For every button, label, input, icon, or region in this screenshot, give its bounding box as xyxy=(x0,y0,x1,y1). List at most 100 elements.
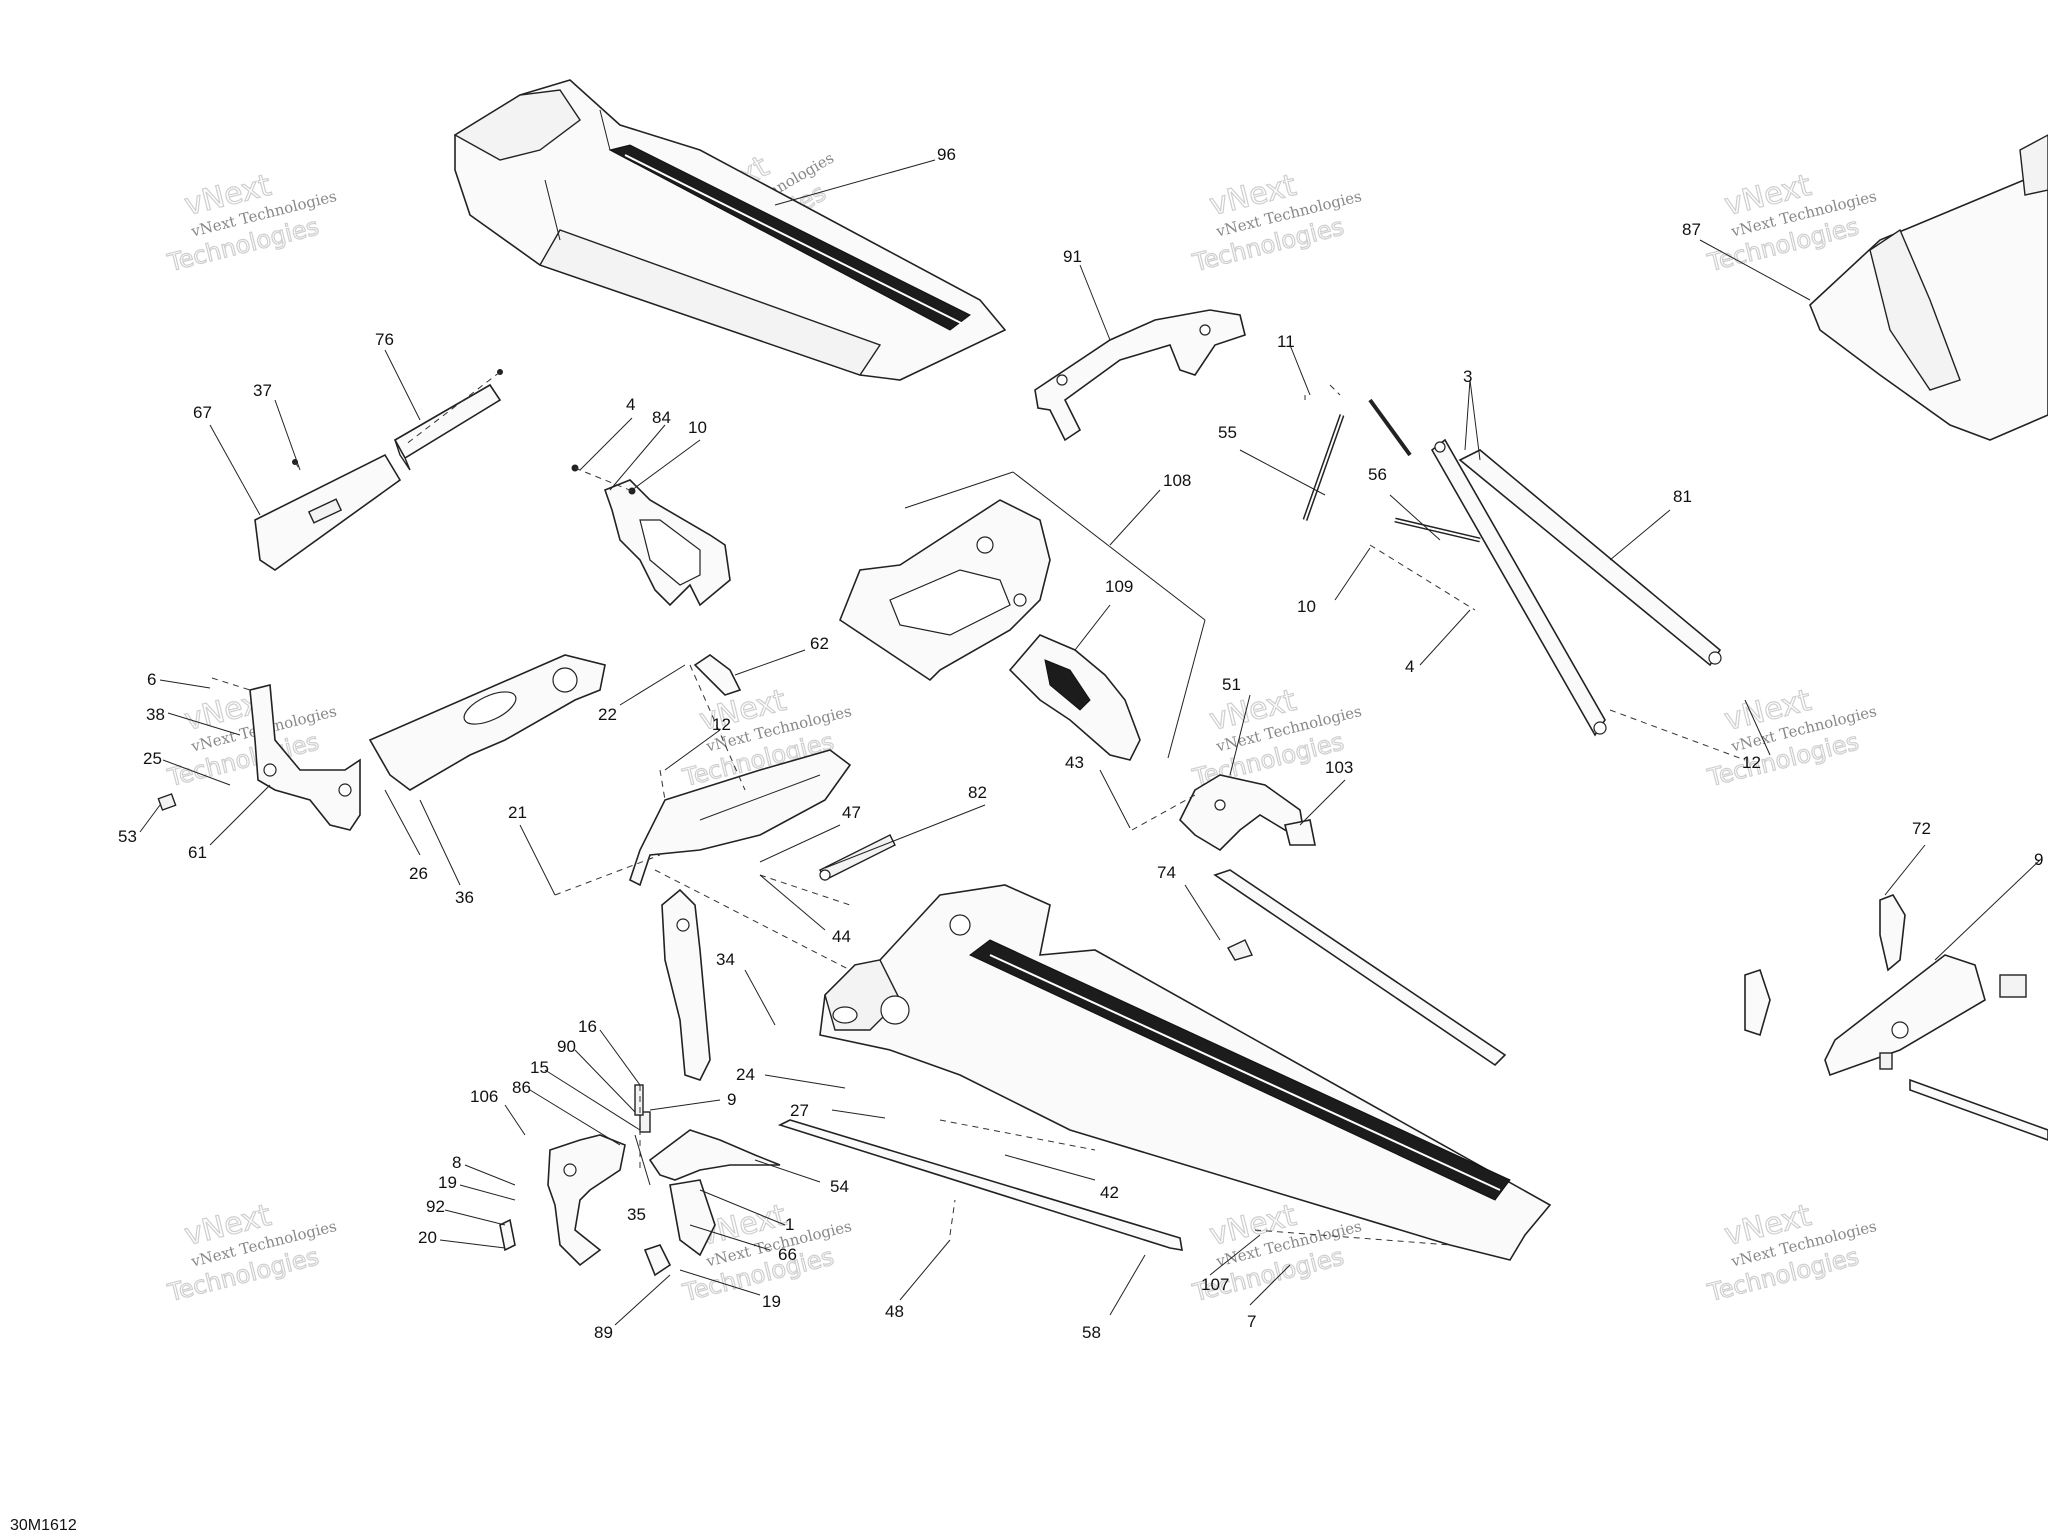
bracket-62[interactable] xyxy=(693,654,742,696)
clip-89[interactable] xyxy=(643,1244,672,1277)
callout-20: 20 xyxy=(418,1228,437,1247)
steering-support-91[interactable] xyxy=(1034,309,1246,442)
callout-107: 107 xyxy=(1201,1275,1229,1294)
plate-67[interactable] xyxy=(254,453,402,571)
callout-84: 84 xyxy=(652,408,671,427)
callout-37: 37 xyxy=(253,381,272,400)
callout-103: 103 xyxy=(1325,758,1353,777)
harness-82[interactable] xyxy=(819,834,896,881)
plate-76[interactable] xyxy=(393,369,503,471)
callout-66: 66 xyxy=(778,1245,797,1264)
callout-25: 25 xyxy=(143,749,162,768)
callout-61: 61 xyxy=(188,843,207,862)
callout-87: 87 xyxy=(1682,220,1701,239)
side-bracket-84[interactable] xyxy=(571,464,731,607)
watermark: vNext vNext Technologies Technologies xyxy=(164,167,339,277)
callout-55: 55 xyxy=(1218,423,1237,442)
callout-10b: 10 xyxy=(1297,597,1316,616)
watermark: vNext vNext Technologies Technologies xyxy=(1704,682,1879,792)
callout-19b: 19 xyxy=(762,1292,781,1311)
callout-54: 54 xyxy=(830,1177,849,1196)
callout-8: 8 xyxy=(452,1153,461,1172)
callout-76: 76 xyxy=(375,330,394,349)
steering-block-86[interactable] xyxy=(547,1084,651,1267)
diagram-reference-code: 30M1612 xyxy=(10,1517,77,1534)
callout-96: 96 xyxy=(937,145,956,164)
callout-38: 38 xyxy=(146,705,165,724)
watermark: vNext vNext Technologies Technologies xyxy=(1704,1197,1879,1307)
callout-81: 81 xyxy=(1673,487,1692,506)
callout-53: 53 xyxy=(118,827,137,846)
rear-assembly-72[interactable] xyxy=(1744,894,2048,1141)
callout-7: 7 xyxy=(1247,1312,1256,1331)
callout-9b: 9 xyxy=(727,1090,736,1109)
callout-26: 26 xyxy=(409,864,428,883)
frame-assembly-96[interactable] xyxy=(453,79,1007,381)
callout-34: 34 xyxy=(716,950,735,969)
callout-90: 90 xyxy=(557,1037,576,1056)
front-frame-87[interactable] xyxy=(1809,134,2048,441)
bracket-34[interactable] xyxy=(661,888,711,1081)
callout-108: 108 xyxy=(1163,471,1191,490)
callout-74: 74 xyxy=(1157,863,1176,882)
callout-12b: 12 xyxy=(1742,753,1761,772)
rear-bracket-51[interactable] xyxy=(1179,774,1316,852)
group-bracket-108 xyxy=(904,471,1206,759)
callout-27: 27 xyxy=(790,1101,809,1120)
callout-109: 109 xyxy=(1105,577,1133,596)
bracket-109[interactable] xyxy=(1008,634,1141,761)
brace-56[interactable] xyxy=(1368,398,1481,543)
callout-35: 35 xyxy=(627,1205,646,1224)
callout-4: 4 xyxy=(626,395,635,414)
watermarks: vNext vNext Technologies Technologies vN… xyxy=(164,148,1879,1307)
watermark: vNext vNext Technologies Technologies xyxy=(1704,167,1879,277)
callout-44: 44 xyxy=(832,927,851,946)
callout-24: 24 xyxy=(736,1065,755,1084)
callout-56: 56 xyxy=(1368,465,1387,484)
tunnel-assembly[interactable] xyxy=(819,884,1552,1261)
callout-89: 89 xyxy=(594,1323,613,1342)
callout-1: 1 xyxy=(785,1215,794,1234)
callout-47: 47 xyxy=(842,803,861,822)
brace-81[interactable] xyxy=(1430,438,1722,737)
callout-106: 106 xyxy=(470,1087,498,1106)
callout-12: 12 xyxy=(712,715,731,734)
brace-55[interactable] xyxy=(1302,414,1345,521)
callout-91: 91 xyxy=(1063,247,1082,266)
footrest-54[interactable] xyxy=(648,1129,781,1257)
callout-11: 11 xyxy=(1277,332,1295,351)
callout-16: 16 xyxy=(578,1017,597,1036)
slide-rail-58[interactable] xyxy=(777,1119,1183,1251)
callout-labels: 96 91 87 76 37 67 4 84 10 11 3 55 56 81 … xyxy=(118,145,2043,1342)
skid-plate[interactable] xyxy=(629,749,852,887)
console-support-108[interactable] xyxy=(839,499,1051,682)
slide-rail-74[interactable] xyxy=(1213,869,1507,1067)
callout-36: 36 xyxy=(455,888,474,907)
callout-22: 22 xyxy=(598,705,617,724)
callout-43: 43 xyxy=(1065,753,1084,772)
callout-15: 15 xyxy=(530,1058,549,1077)
bracket-92[interactable] xyxy=(499,1218,516,1252)
callout-51: 51 xyxy=(1222,675,1241,694)
callout-86: 86 xyxy=(512,1078,531,1097)
watermark: vNext vNext Technologies Technologies xyxy=(1189,167,1364,277)
alignment-lines xyxy=(211,371,1746,1246)
callout-48: 48 xyxy=(885,1302,904,1321)
callout-9: 9 xyxy=(2034,850,2043,869)
callout-92: 92 xyxy=(426,1197,445,1216)
callout-21: 21 xyxy=(508,803,527,822)
callout-10: 10 xyxy=(688,418,707,437)
callout-67: 67 xyxy=(193,403,212,422)
shield-plate[interactable] xyxy=(368,654,606,791)
callout-72: 72 xyxy=(1912,819,1931,838)
callout-82: 82 xyxy=(968,783,987,802)
callout-19: 19 xyxy=(438,1173,457,1192)
callout-42: 42 xyxy=(1100,1183,1119,1202)
leader-lines xyxy=(139,159,2041,1326)
callout-3: 3 xyxy=(1463,367,1472,386)
gusset-bracket-61[interactable] xyxy=(157,683,361,831)
callout-58: 58 xyxy=(1082,1323,1101,1342)
callout-6: 6 xyxy=(147,670,156,689)
watermark: vNext vNext Technologies Technologies xyxy=(164,1197,339,1307)
